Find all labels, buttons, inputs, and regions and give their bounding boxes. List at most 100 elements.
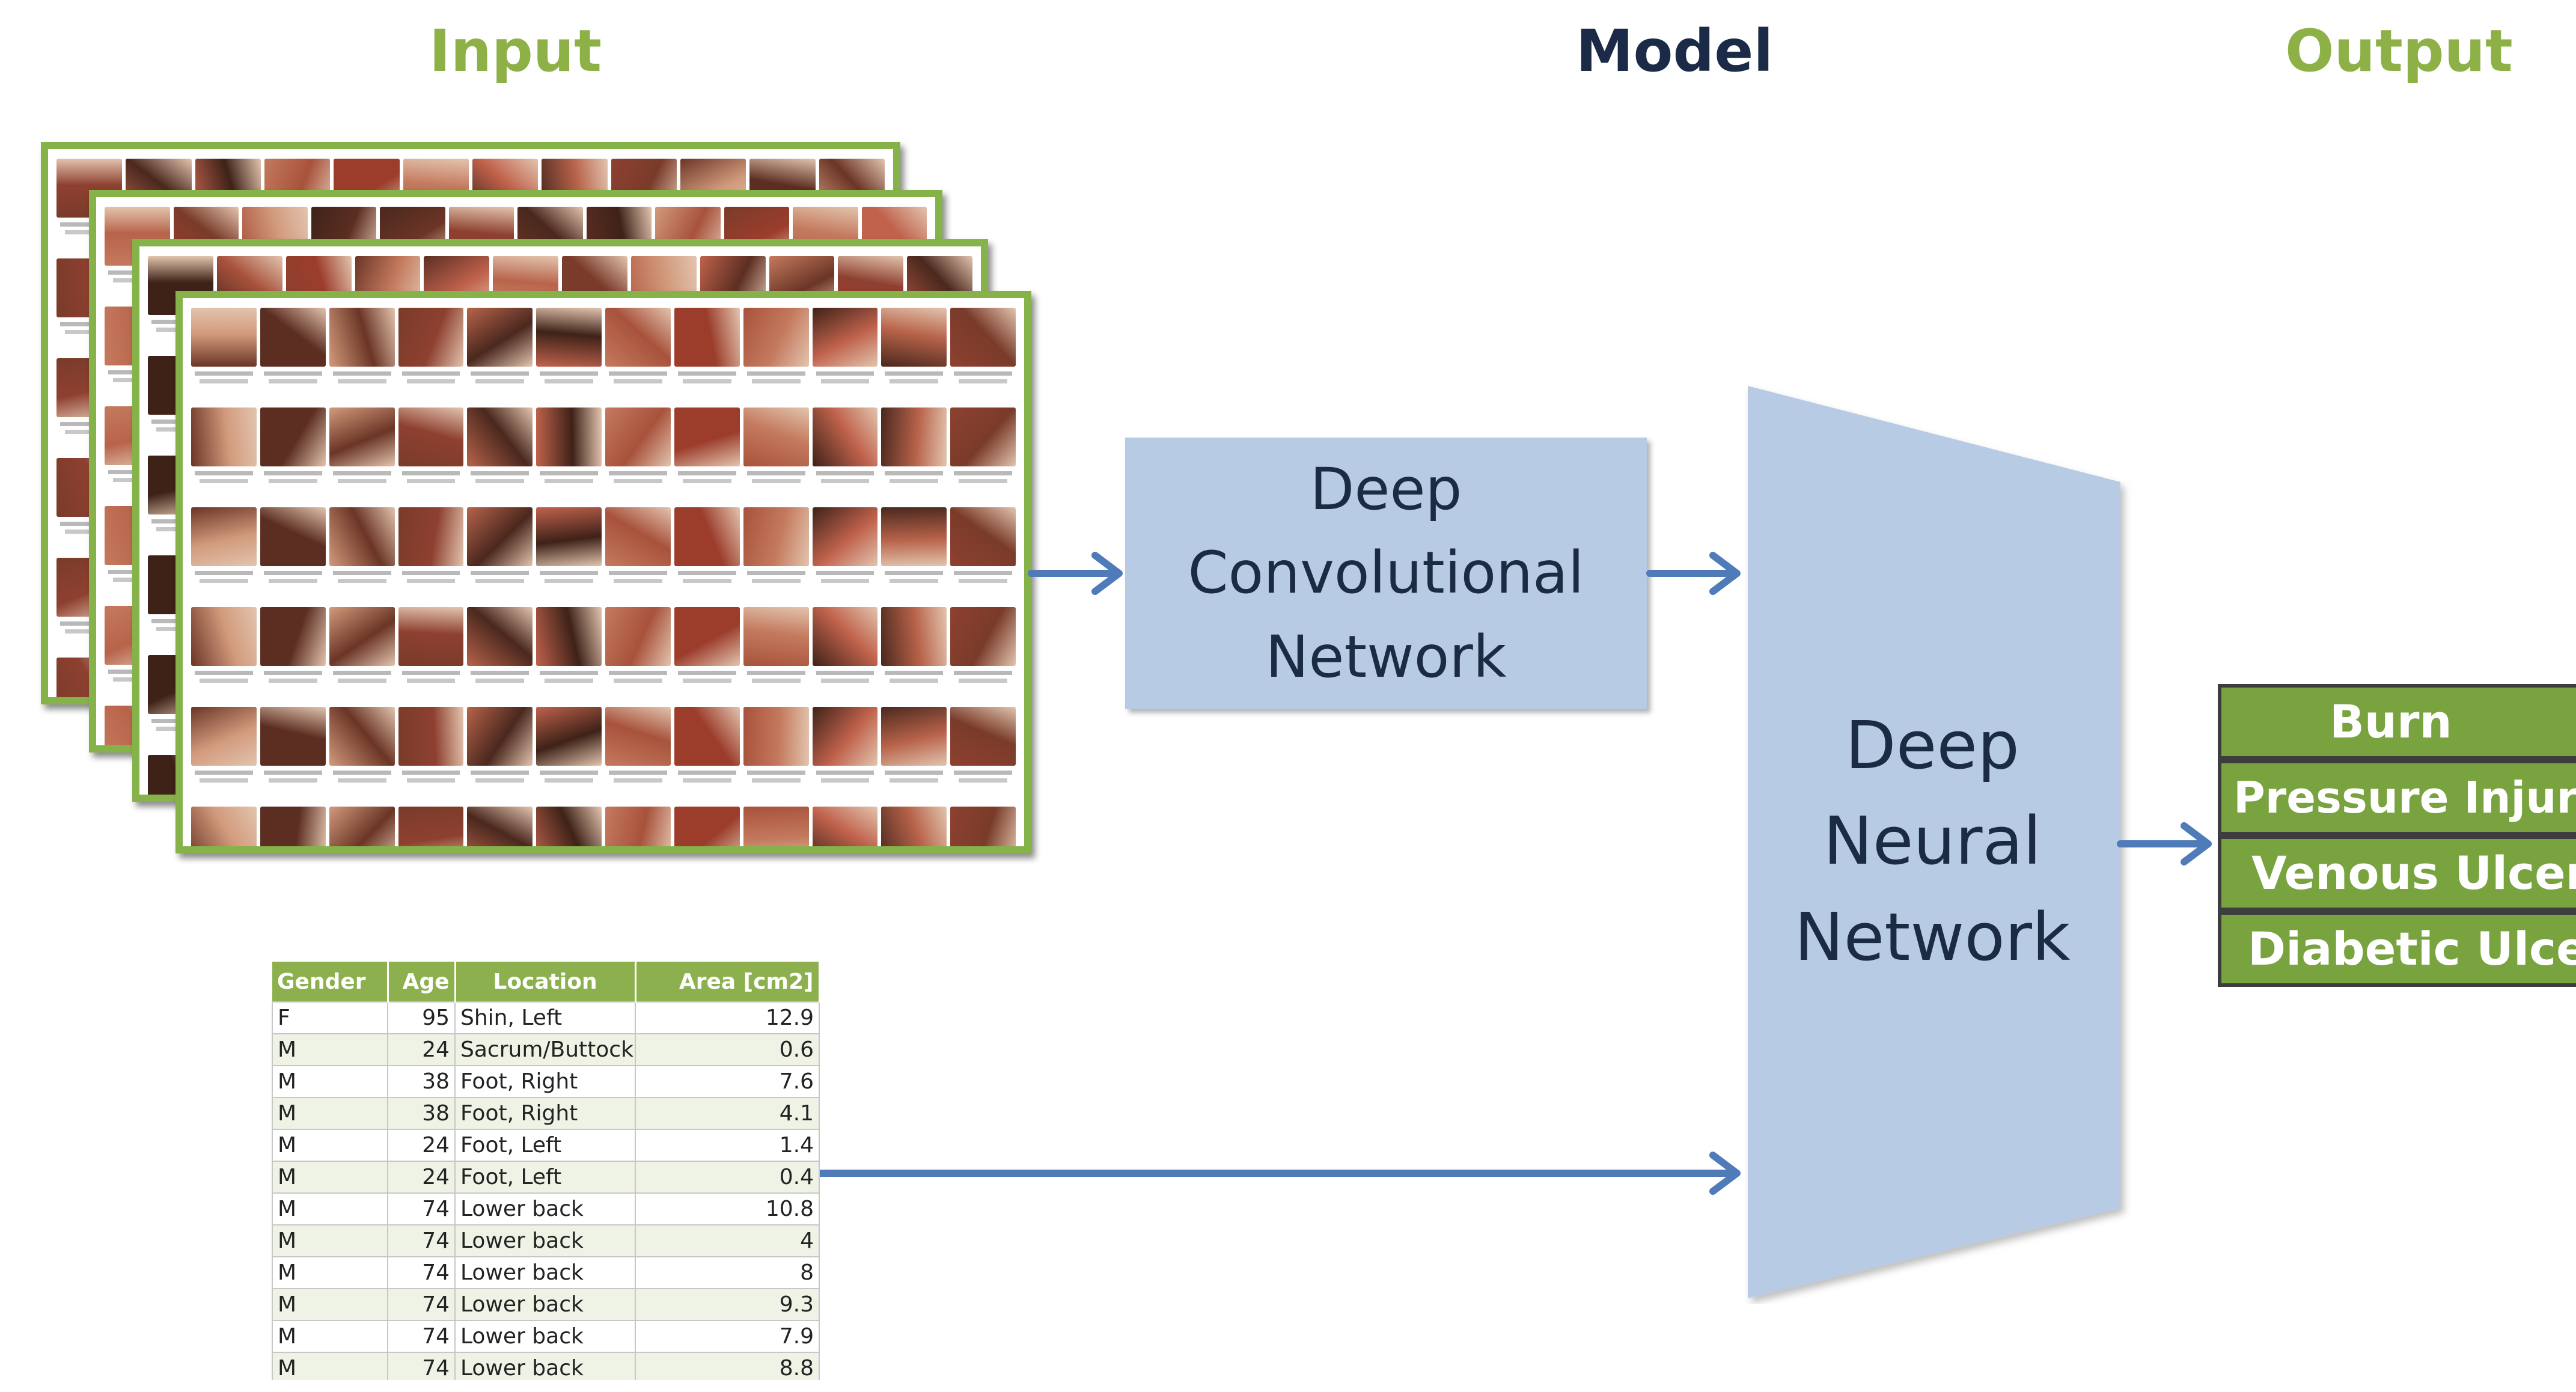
cell-gender: M (272, 1097, 388, 1130)
cell-location: Lower back (454, 1256, 636, 1289)
cell-location: Lower back (454, 1288, 636, 1321)
wound-thumbnail (191, 607, 257, 707)
wound-thumbnail (398, 308, 464, 408)
wound-thumbnail (743, 707, 809, 807)
cell-gender: F (272, 1001, 388, 1034)
dnn-line-1: Deep (1845, 706, 2019, 784)
wound-thumbnail (881, 707, 947, 807)
cell-gender: M (272, 1033, 388, 1066)
wound-thumbnail (398, 607, 464, 707)
cell-age: 24 (387, 1161, 456, 1194)
wound-thumbnail (191, 308, 257, 408)
wound-thumbnail (950, 308, 1016, 408)
cell-age: 24 (387, 1033, 456, 1066)
cell-age: 74 (387, 1320, 456, 1353)
cell-area: 1.4 (635, 1129, 820, 1162)
cell-location: Foot, Right (454, 1065, 636, 1098)
wound-thumbnail (950, 507, 1016, 607)
wound-thumbnail (467, 707, 533, 807)
dnn-shape (1748, 386, 2120, 1298)
wound-thumbnail (950, 408, 1016, 507)
wound-thumbnail (536, 408, 602, 507)
wound-thumbnail (881, 308, 947, 408)
wound-thumbnail (536, 807, 602, 846)
cell-area: 8 (635, 1256, 820, 1289)
wound-thumbnail (743, 807, 809, 846)
cnn-line-2: Convolutional (1188, 539, 1584, 607)
image-sheet-4 (175, 291, 1031, 853)
cell-age: 74 (387, 1192, 456, 1226)
cell-location: Lower back (454, 1352, 636, 1385)
wound-thumbnail (812, 707, 878, 807)
wound-thumbnail (536, 607, 602, 707)
wound-thumbnail (467, 408, 533, 507)
header-area: Area [cm2] (635, 962, 820, 1002)
cell-area: 8.8 (635, 1352, 820, 1385)
wound-thumbnail (260, 308, 326, 408)
wound-thumbnail (881, 807, 947, 846)
wound-thumbnail (398, 507, 464, 607)
wound-thumbnail (191, 507, 257, 607)
wound-thumbnail (536, 707, 602, 807)
wound-thumbnail (467, 507, 533, 607)
wound-thumbnail (674, 507, 740, 607)
cnn-line-3: Network (1265, 623, 1507, 691)
wound-thumbnail (605, 807, 671, 846)
wound-thumbnail (260, 707, 326, 807)
wound-thumbnail (398, 408, 464, 507)
cell-area: 7.9 (635, 1320, 820, 1353)
wound-thumbnail (398, 807, 464, 846)
wound-thumbnail (674, 607, 740, 707)
wound-thumbnail (536, 308, 602, 408)
input-heading: Input (429, 17, 602, 85)
wound-thumbnail (191, 807, 257, 846)
arrow-dnn-to-output (2117, 822, 2212, 865)
wound-thumbnail (260, 408, 326, 507)
cell-gender: M (272, 1352, 388, 1385)
cell-gender: M (272, 1161, 388, 1194)
cell-age: 74 (387, 1256, 456, 1289)
wound-thumbnail (605, 607, 671, 707)
cell-gender: M (272, 1256, 388, 1289)
wound-thumbnail (881, 507, 947, 607)
cell-gender: M (272, 1129, 388, 1162)
wound-thumbnail (191, 408, 257, 507)
output-burn: Burn (2218, 684, 2576, 760)
wound-thumbnail (467, 308, 533, 408)
thumbnail-grid (183, 298, 1024, 846)
dnn-box: Deep Neural Network (1743, 707, 2122, 975)
wound-thumbnail (950, 607, 1016, 707)
wound-thumbnail (743, 607, 809, 707)
cell-area: 0.4 (635, 1161, 820, 1194)
cell-age: 74 (387, 1224, 456, 1257)
wound-thumbnail (329, 807, 395, 846)
cell-location: Foot, Left (454, 1129, 636, 1162)
wound-thumbnail (812, 807, 878, 846)
cell-age: 24 (387, 1129, 456, 1162)
wound-thumbnail (812, 308, 878, 408)
wound-thumbnail (467, 607, 533, 707)
cell-location: Lower back (454, 1192, 636, 1226)
wound-thumbnail (329, 707, 395, 807)
wound-thumbnail (812, 507, 878, 607)
arrow-cnn-to-dnn (1646, 552, 1741, 595)
wound-thumbnail (950, 807, 1016, 846)
cell-age: 74 (387, 1288, 456, 1321)
cell-gender: M (272, 1288, 388, 1321)
cnn-box: Deep Convolutional Network (1125, 438, 1647, 709)
wound-thumbnail (191, 707, 257, 807)
output-heading: Output (2285, 17, 2513, 85)
arrow-images-to-cnn (1028, 552, 1123, 595)
wound-thumbnail (674, 408, 740, 507)
cnn-line-1: Deep (1310, 456, 1462, 524)
wound-thumbnail (605, 308, 671, 408)
